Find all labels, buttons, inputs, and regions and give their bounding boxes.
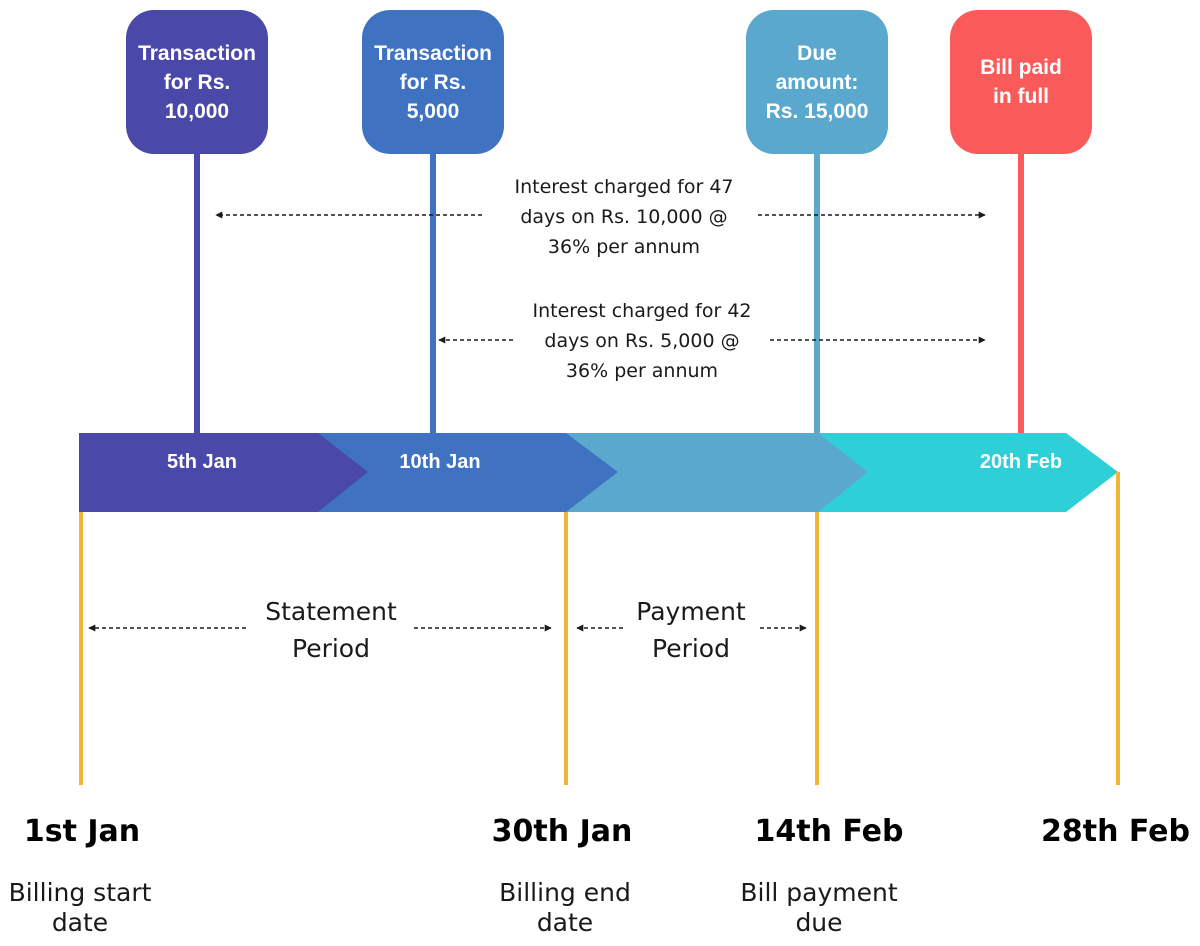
band-label-10th-jan: 10th Jan	[399, 451, 481, 473]
timeline-segment-4	[818, 433, 1118, 512]
interest-note-42-days: Interest charged for 42 days on Rs. 5,00…	[532, 300, 752, 382]
milestone-date-1st-jan: 1st Jan	[23, 814, 141, 849]
milestone-date-30th-jan: 30th Jan	[491, 814, 633, 849]
band-label-20th-feb: 20th Feb	[979, 451, 1063, 473]
interest-note-47-days: Interest charged for 47 days on Rs. 10,0…	[514, 176, 734, 258]
milestone-date-28th-feb: 28th Feb	[1041, 814, 1190, 849]
event-box-due-amount: Due amount: Rs. 15,000	[746, 10, 888, 154]
milestone-date-14th-feb: 14th Feb	[754, 814, 904, 849]
timeline-segment-2	[318, 433, 618, 512]
milestone-caption-billing-end: Billing end date	[499, 878, 631, 937]
statement-period-label: Statement Period	[265, 597, 397, 663]
milestone-caption-billing-start: Billing start date	[8, 878, 152, 937]
event-box-transaction-5000: Transaction for Rs. 5,000	[362, 10, 504, 154]
payment-period-label: Payment Period	[636, 597, 746, 663]
event-box-bill-paid: Bill paid in full	[950, 10, 1092, 154]
timeline-segment-1	[79, 433, 368, 512]
milestone-caption-payment-due: Bill payment due	[740, 878, 898, 937]
event-box-transaction-10000: Transaction for Rs. 10,000	[126, 10, 268, 154]
band-label-5th-jan: 5th Jan	[166, 451, 238, 473]
timeline-segment-3	[566, 433, 868, 512]
